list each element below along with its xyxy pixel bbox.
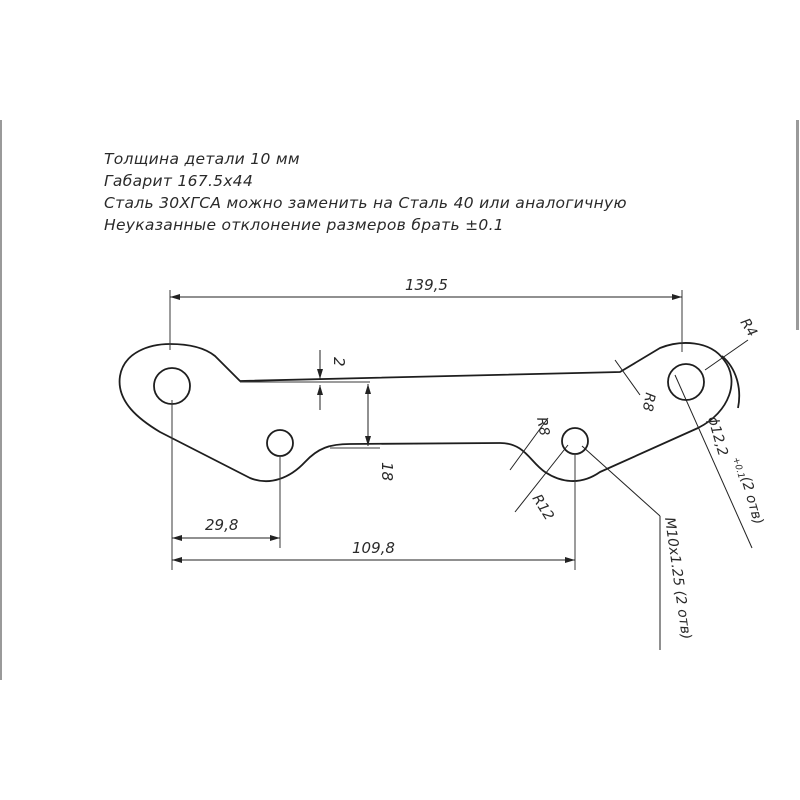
label-hole-count: (2 отв)	[737, 475, 766, 527]
part-outline	[118, 342, 741, 482]
hole-left-small	[266, 429, 294, 457]
label-radius-r8-right: R8	[639, 391, 658, 412]
note-material: Сталь 30ХГСА можно заменить на Сталь 40 …	[104, 194, 627, 212]
label-hole-tolerance: +0.1	[730, 456, 746, 480]
leader-thread	[581, 445, 661, 517]
label-vertical-height: 18	[378, 462, 396, 481]
technical-notes: Толщина детали 10 мм Габарит 167.5х44 Ст…	[104, 148, 627, 236]
label-hole-offset: 29,8	[205, 516, 238, 534]
leader-r4	[704, 339, 749, 371]
frame-left-edge	[0, 120, 2, 680]
label-radius-r4: R4	[737, 316, 760, 340]
hole-right-small	[561, 427, 589, 455]
note-overall-size: Габарит 167.5х44	[104, 172, 254, 190]
extension-lines	[169, 290, 683, 570]
label-step-height: 2	[330, 357, 348, 367]
frame-right-edge	[796, 120, 799, 330]
leader-hole-diameter	[674, 374, 753, 549]
leader-r8-middle	[509, 417, 549, 471]
label-radius-r12: R12	[529, 492, 557, 524]
leader-r8-right	[614, 359, 641, 396]
note-thickness: Толщина детали 10 мм	[104, 150, 300, 168]
hole-left-big	[153, 367, 191, 405]
dimension-lines	[170, 294, 753, 650]
label-hole-spacing: 109,8	[352, 539, 395, 557]
note-tolerance: Неуказанные отклонение размеров брать ±0…	[104, 216, 504, 234]
label-radius-r8-middle: R8	[533, 416, 552, 437]
hole-right-big	[667, 363, 705, 401]
label-hole-diameter: ϕ12,2	[704, 415, 731, 458]
label-overall-length: 139,5	[405, 276, 448, 294]
leader-r12	[514, 444, 569, 513]
label-thread: M10x1.25 (2 отв)	[661, 516, 694, 640]
